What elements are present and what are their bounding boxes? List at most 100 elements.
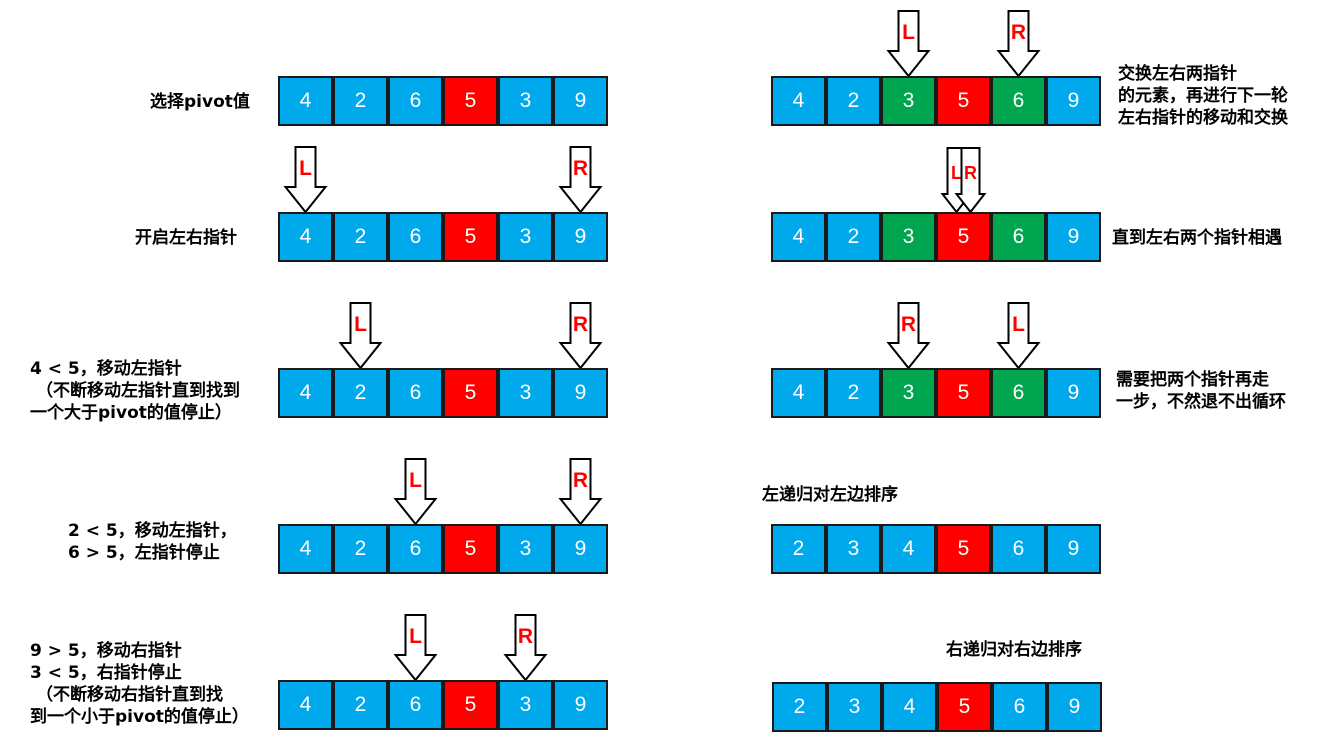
step-label: 9 > 5，移动右指针 3 < 5，右指针停止 （不断移动右指针直到找 到一个小… bbox=[30, 640, 249, 728]
label-line: 4 < 5，移动左指针 bbox=[30, 359, 182, 379]
label-line: 9 > 5，移动右指针 bbox=[30, 641, 182, 661]
step-label: 2 < 5，移动左指针， 6 > 5，左指针停止 bbox=[68, 520, 237, 564]
array-cell: 3 bbox=[498, 524, 553, 574]
array-cell: 3 bbox=[498, 368, 553, 418]
array-cell: 5 bbox=[936, 368, 991, 418]
pointer-arrow-icon bbox=[393, 458, 438, 526]
array-cell: 4 bbox=[278, 524, 333, 574]
pointer-label: R bbox=[573, 157, 588, 180]
label-line: 选择pivot值 bbox=[150, 92, 250, 112]
array-cell: 6 bbox=[991, 368, 1046, 418]
array-cell: 6 bbox=[388, 524, 443, 574]
pointer-label: L bbox=[1012, 313, 1025, 336]
array-cell: 9 bbox=[553, 76, 608, 126]
array-cell: 2 bbox=[771, 524, 826, 574]
array-cell: 5 bbox=[443, 212, 498, 262]
array-cell: 6 bbox=[388, 680, 443, 730]
pointer-arrow-icon bbox=[558, 458, 603, 526]
step-label: 开启左右指针 bbox=[135, 227, 237, 249]
pointer-arrow-icon bbox=[996, 302, 1041, 370]
array-cell: 3 bbox=[827, 682, 882, 732]
label-line: 需要把两个指针再走 bbox=[1116, 370, 1269, 390]
array-cell: 5 bbox=[443, 76, 498, 126]
pointer-label: L bbox=[409, 469, 422, 492]
pointer-arrow-icon bbox=[558, 146, 603, 214]
pointer-label: R bbox=[1011, 21, 1026, 44]
label-line: 6 > 5，左指针停止 bbox=[68, 543, 220, 563]
array-cell: 9 bbox=[553, 524, 608, 574]
array-cell: 2 bbox=[826, 76, 881, 126]
array-cell: 5 bbox=[443, 368, 498, 418]
label-line: 直到左右两个指针相遇 bbox=[1112, 228, 1282, 248]
array-cell: 3 bbox=[826, 524, 881, 574]
array-cell: 2 bbox=[333, 524, 388, 574]
pointer-label: L bbox=[354, 313, 367, 336]
step-label: 需要把两个指针再走 一步，不然退不出循环 bbox=[1116, 369, 1286, 413]
array-cell: 6 bbox=[991, 524, 1046, 574]
array-cell: 9 bbox=[1046, 368, 1101, 418]
pointer-arrow-icon bbox=[338, 302, 383, 370]
pointer-label: L bbox=[299, 157, 312, 180]
label-line: （不断移动右指针直到找 bbox=[36, 685, 223, 705]
pointer-arrow-icon bbox=[393, 614, 438, 682]
pointer-label: L bbox=[902, 21, 915, 44]
array-cell: 4 bbox=[278, 212, 333, 262]
array-cell: 6 bbox=[388, 76, 443, 126]
pointer-label: R bbox=[573, 469, 588, 492]
label-line: 左右指针的移动和交换 bbox=[1118, 108, 1288, 128]
step-label: 交换左右两指针 的元素，再进行下一轮 左右指针的移动和交换 bbox=[1118, 63, 1288, 129]
step-label: 直到左右两个指针相遇 bbox=[1112, 227, 1282, 249]
label-line: 到一个小于pivot的值停止） bbox=[30, 707, 249, 727]
array-cell: 4 bbox=[278, 368, 333, 418]
pointer-arrow-icon bbox=[503, 614, 548, 682]
array-cell: 2 bbox=[333, 368, 388, 418]
array-cell: 9 bbox=[1046, 212, 1101, 262]
pointer-label: R bbox=[964, 163, 977, 183]
array-cell: 5 bbox=[936, 212, 991, 262]
array-cell: 6 bbox=[991, 76, 1046, 126]
array-cell: 4 bbox=[771, 212, 826, 262]
label-line: 2 < 5，移动左指针， bbox=[68, 521, 237, 541]
label-line: 一个大于pivot的值停止） bbox=[30, 403, 232, 423]
array-cell: 6 bbox=[388, 212, 443, 262]
label-line: 开启左右指针 bbox=[135, 228, 237, 248]
pointer-arrow-icon bbox=[886, 10, 931, 78]
array-cell: 2 bbox=[826, 212, 881, 262]
step-label: 左递归对左边排序 bbox=[762, 484, 898, 506]
array-cell: 4 bbox=[882, 682, 937, 732]
label-line: （不断移动左指针直到找到 bbox=[36, 381, 240, 401]
step-label: 4 < 5，移动左指针 （不断移动左指针直到找到 一个大于pivot的值停止） bbox=[30, 358, 240, 424]
pointer-label: L bbox=[951, 163, 962, 183]
label-line: 右递归对右边排序 bbox=[946, 640, 1082, 660]
pointer-arrow-icon bbox=[996, 10, 1041, 78]
array-cell: 6 bbox=[388, 368, 443, 418]
pointer-label: R bbox=[518, 625, 533, 648]
label-line: 一步，不然退不出循环 bbox=[1116, 392, 1286, 412]
array-cell: 2 bbox=[333, 680, 388, 730]
label-line: 左递归对左边排序 bbox=[762, 485, 898, 505]
step-label: 右递归对右边排序 bbox=[946, 639, 1082, 661]
array-cell: 4 bbox=[771, 368, 826, 418]
array-cell: 5 bbox=[937, 682, 992, 732]
array-cell: 9 bbox=[1047, 682, 1102, 732]
array-cell: 3 bbox=[881, 212, 936, 262]
array-cell: 4 bbox=[278, 680, 333, 730]
pointer-label: R bbox=[573, 313, 588, 336]
array-cell: 9 bbox=[1046, 76, 1101, 126]
array-cell: 9 bbox=[553, 368, 608, 418]
pointer-arrow-icon bbox=[886, 302, 931, 370]
pointer-arrow-icon bbox=[558, 302, 603, 370]
pointer-label: L bbox=[409, 625, 422, 648]
array-cell: 4 bbox=[278, 76, 333, 126]
array-cell: 4 bbox=[771, 76, 826, 126]
array-cell: 5 bbox=[443, 680, 498, 730]
label-line: 3 < 5，右指针停止 bbox=[30, 663, 182, 683]
pointer-arrow-icon bbox=[954, 147, 987, 214]
array-cell: 6 bbox=[991, 212, 1046, 262]
array-cell: 3 bbox=[498, 212, 553, 262]
array-cell: 3 bbox=[881, 76, 936, 126]
array-cell: 9 bbox=[553, 212, 608, 262]
array-cell: 5 bbox=[443, 524, 498, 574]
array-cell: 3 bbox=[498, 76, 553, 126]
